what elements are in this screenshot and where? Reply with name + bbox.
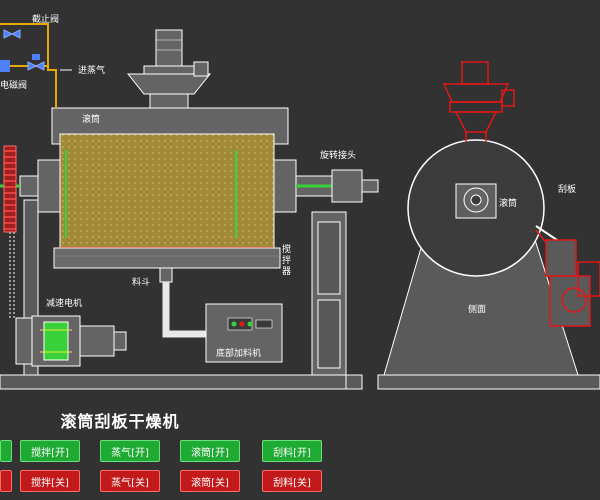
label-solenoid-valve: 电磁阀 [0, 79, 27, 91]
label-agitator-3: 器 [282, 266, 291, 277]
stop-valve-icon [3, 29, 21, 39]
scrape-off-button[interactable]: 刮料[关] [262, 470, 322, 492]
steam-off-button[interactable]: 蒸气[关] [100, 470, 160, 492]
steam-on-button[interactable]: 蒸气[开] [100, 440, 160, 462]
scraper-assembly [535, 225, 600, 327]
side-view: 侧面 滚筒 刮板 [377, 61, 600, 390]
drum-on-button[interactable]: 滚筒[开] [180, 440, 240, 462]
front-view: 滚筒 旋转接头 [0, 13, 379, 390]
on-button-partial[interactable] [0, 440, 12, 462]
agitator-on-button[interactable]: 搅拌[开] [20, 440, 80, 462]
label-drum-side: 滚筒 [499, 197, 517, 209]
drive-gear [3, 145, 17, 233]
solenoid-valve-icon [27, 54, 45, 71]
page-title: 滚筒刮板干燥机 [60, 412, 180, 431]
label-bottom-feeder: 底部加料机 [216, 347, 261, 359]
rotary-joint [331, 169, 363, 203]
top-hopper [126, 73, 212, 95]
label-side-view: 侧面 [468, 303, 486, 315]
side-top-motor [442, 61, 515, 142]
label-scraper: 刮板 [558, 183, 576, 195]
bottom-feeder [205, 303, 283, 363]
agitator-off-button[interactable]: 搅拌[关] [20, 470, 80, 492]
label-reducer-motor: 减速电机 [46, 297, 82, 309]
label-stop-valve: 截止阀 [32, 13, 59, 25]
label-agitator-2: 拌 [282, 254, 291, 266]
steam-pipe [0, 23, 57, 108]
off-button-partial[interactable] [0, 470, 12, 492]
drum-trough [53, 247, 281, 269]
hopper-outlet [159, 267, 173, 283]
drum-off-button[interactable]: 滚筒[关] [180, 470, 240, 492]
drum-body [59, 133, 275, 249]
top-motor [155, 29, 183, 67]
feed-pipe [162, 282, 210, 338]
scrape-on-button[interactable]: 刮料[开] [262, 440, 322, 462]
label-drum-top: 滚筒 [82, 113, 100, 125]
label-rotary-joint: 旋转接头 [320, 149, 356, 161]
label-agitator-1: 搅 [282, 243, 291, 255]
label-hopper: 料斗 [132, 276, 150, 288]
label-steam-in: 进蒸气 [78, 64, 105, 76]
machine-base [0, 374, 363, 390]
